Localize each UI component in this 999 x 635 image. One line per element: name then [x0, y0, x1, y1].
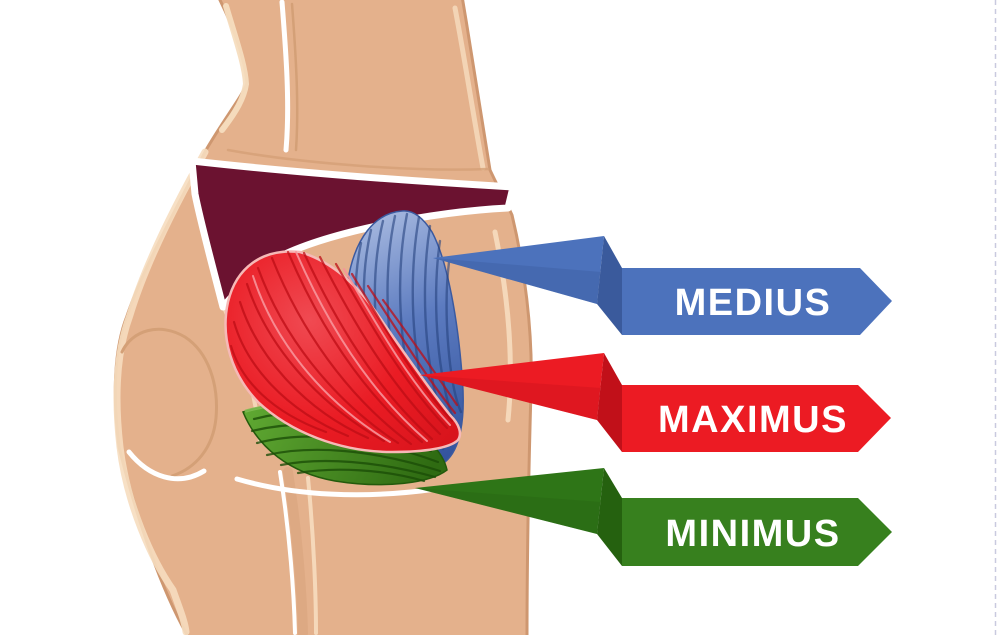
minimus-ribbon-fold: [597, 468, 622, 566]
minimus-banner: [622, 498, 892, 566]
far-cheek-highlight: [126, 449, 207, 482]
minimus-callout: MINIMUS: [415, 468, 892, 566]
maximus-muscle-fibers: [229, 250, 459, 446]
fiber-line: [252, 275, 391, 443]
underwear: [188, 157, 517, 311]
hamstring-highlight-right: [306, 476, 318, 635]
fiber-line: [245, 282, 386, 443]
spine-crease: [279, 0, 291, 153]
maximus-ribbon-fold: [597, 353, 622, 452]
maximus-callout: MAXIMUS: [420, 353, 891, 452]
fiber-line: [350, 272, 454, 423]
minimus-arrow-wedge-shade: [415, 488, 601, 534]
front-waist-highlight: [219, 3, 250, 133]
front-hip-highlight: [113, 148, 209, 635]
gluteus-maximus-muscle: [224, 250, 462, 454]
maximus-arrow-wedge-shade: [420, 375, 601, 420]
fiber-line: [229, 344, 328, 434]
minimus-label: MINIMUS: [665, 513, 840, 555]
medius-arrow-wedge: [433, 236, 604, 304]
fiber-line: [238, 300, 370, 440]
medius-label: MEDIUS: [675, 282, 832, 324]
fiber-line: [381, 298, 459, 407]
fiber-line: [343, 268, 451, 426]
fiber-line: [295, 251, 428, 442]
gluteal-fold: [234, 476, 439, 498]
fiber-line: [434, 239, 459, 430]
fiber-line: [334, 262, 449, 430]
fiber-line: [270, 256, 413, 446]
fiber-line: [445, 260, 463, 414]
fiber-line: [286, 250, 424, 444]
far-cheek-outline: [120, 327, 218, 478]
fiber-line: [296, 468, 426, 483]
medius-banner: [622, 268, 892, 335]
hamstring-highlight: [278, 470, 297, 635]
minimus-arrow-wedge: [415, 468, 604, 534]
spine-crease-shadow: [290, 2, 299, 152]
fiber-line: [265, 448, 442, 473]
back-waist-highlight: [452, 5, 486, 171]
medius-callout: MEDIUS: [433, 236, 892, 335]
maximus-label: MAXIMUS: [658, 399, 848, 441]
medius-ribbon-fold: [597, 236, 622, 335]
waistband-shadow-line: [226, 148, 490, 171]
hamstring-shade: [283, 467, 308, 635]
fiber-line: [302, 251, 434, 441]
fiber-line: [366, 284, 457, 415]
fiber-line: [232, 320, 350, 438]
maximus-arrow-wedge: [420, 353, 604, 420]
fiber-line: [256, 266, 400, 445]
medius-arrow-wedge-shade: [433, 258, 601, 304]
maximus-banner: [622, 385, 891, 452]
fiber-line: [318, 255, 442, 436]
fiber-line: [279, 459, 437, 479]
